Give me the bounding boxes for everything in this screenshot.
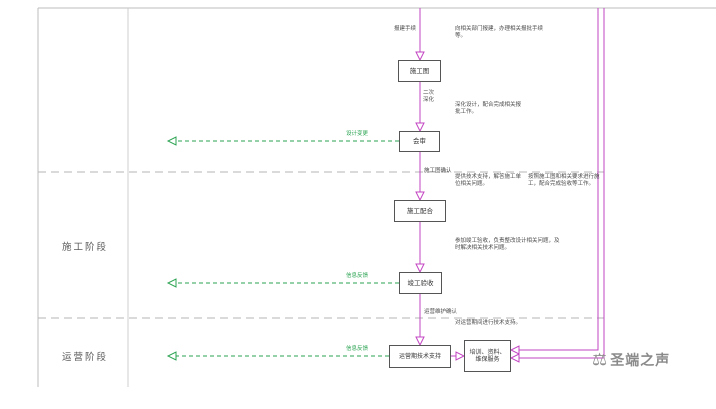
arrow-label-drawing-confirm: 施工图确认 xyxy=(424,168,452,174)
top-arrow-label: 报建手续 xyxy=(393,26,416,32)
flow-box-operation-support: 运营期技术支持 xyxy=(389,345,451,368)
annotation-deepen-design: 深化设计，配合完成相关报批工作。 xyxy=(455,102,522,115)
feedback-label-design-change: 设计变更 xyxy=(346,131,369,137)
feedback-arrowheads xyxy=(166,136,177,361)
flow-box-drawings: 施工图 xyxy=(398,60,441,82)
flow-arrowheads xyxy=(415,51,520,363)
annotation-operation: 对运营期间进行技术支持。 xyxy=(455,320,522,326)
annotation-tech-support: 提供技术支持，解答施工单位相关问题。 xyxy=(455,174,522,187)
frame-lines xyxy=(37,7,716,387)
feedback-lines xyxy=(176,140,399,357)
annotation-construction: 按照施工图和相关要求进行施工，配合完成验收等工作。 xyxy=(528,174,600,187)
balance-scale-icon: ⚖ xyxy=(592,349,608,370)
flow-box-coordination: 施工配合 xyxy=(394,200,446,222)
watermark: ⚖ 圣端之声 xyxy=(592,350,670,370)
flow-lines xyxy=(419,8,605,359)
phase-separator-lines xyxy=(38,171,604,319)
feedback-label-info-1: 信息反馈 xyxy=(346,273,369,279)
arrow-label-deepen: 二次深化 xyxy=(423,90,435,103)
arrow-label-operation-confirm: 运营维护确认 xyxy=(424,309,458,315)
flow-box-training-service: 培训、资料、维保服务 xyxy=(464,340,511,372)
watermark-text: 圣端之声 xyxy=(610,353,671,369)
flow-box-review: 会审 xyxy=(399,131,440,152)
annotation-completion: 参加竣工验收，负责整改设计相关问题，及时解决相关技术问题。 xyxy=(455,238,560,251)
phase-label-construction: 施工阶段 xyxy=(61,242,108,253)
annotation-report: 向相关部门报建，办理相关报批手续等。 xyxy=(455,26,544,39)
phase-label-operation: 运营阶段 xyxy=(61,352,108,363)
feedback-label-info-2: 信息反馈 xyxy=(346,346,369,352)
flow-box-completion: 竣工验收 xyxy=(399,272,442,294)
